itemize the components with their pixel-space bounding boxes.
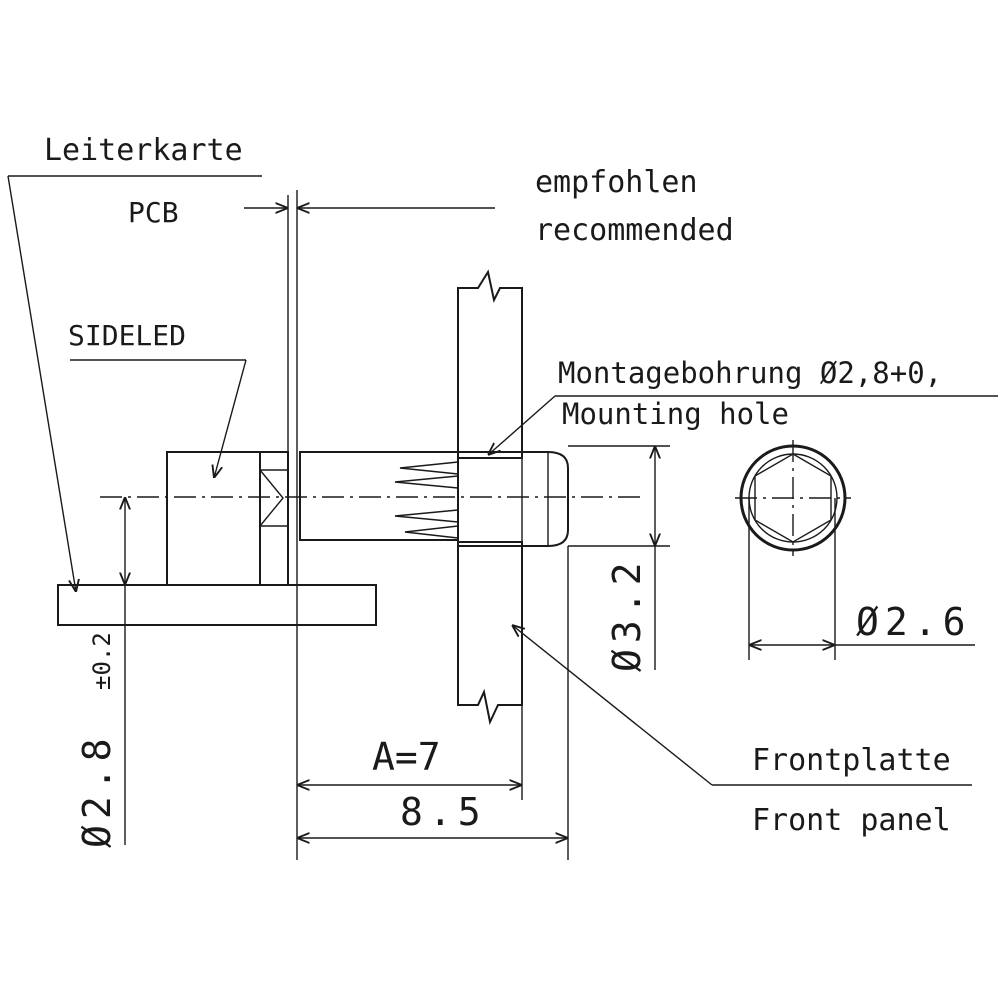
- dim-a-label: A=7: [372, 735, 441, 779]
- dim-overall-label: 8.5: [400, 790, 487, 834]
- dim-length: [297, 705, 568, 838]
- label-pcb-de: Leiterkarte: [44, 133, 243, 168]
- label-recommended-de: empfohlen: [535, 165, 698, 200]
- label-recommended-en: recommended: [535, 213, 734, 248]
- label-sideled: SIDELED: [68, 319, 186, 352]
- label-hole-de: Montagebohrung Ø2,8+0,: [558, 356, 942, 390]
- leader-pcb: [7, 175, 262, 592]
- leader-mounting-hole: [488, 395, 998, 455]
- label-pcb-en: PCB: [128, 196, 179, 229]
- pcb-gap-lines: [287, 190, 298, 860]
- dim-dia-32: [567, 445, 670, 860]
- label-hole-en: Mounting hole: [562, 397, 789, 431]
- label-panel-en: Front panel: [752, 803, 951, 838]
- dim-height-tol-label: ±0.2: [88, 632, 116, 690]
- dim-height-label: Ø2.8: [75, 732, 119, 848]
- leader-sideled: [70, 359, 247, 478]
- hole-side-view: [735, 440, 975, 660]
- label-panel-de: Frontplatte: [752, 743, 951, 778]
- light-guide: [299, 451, 569, 547]
- dim-dia-26-label: Ø2.6: [856, 600, 972, 644]
- leader-front-panel: [512, 625, 972, 786]
- front-panel: [457, 269, 523, 726]
- dim-dia-32-label: Ø3.2: [605, 556, 649, 672]
- pcb-board: [57, 584, 377, 626]
- sideled-body: [166, 451, 289, 586]
